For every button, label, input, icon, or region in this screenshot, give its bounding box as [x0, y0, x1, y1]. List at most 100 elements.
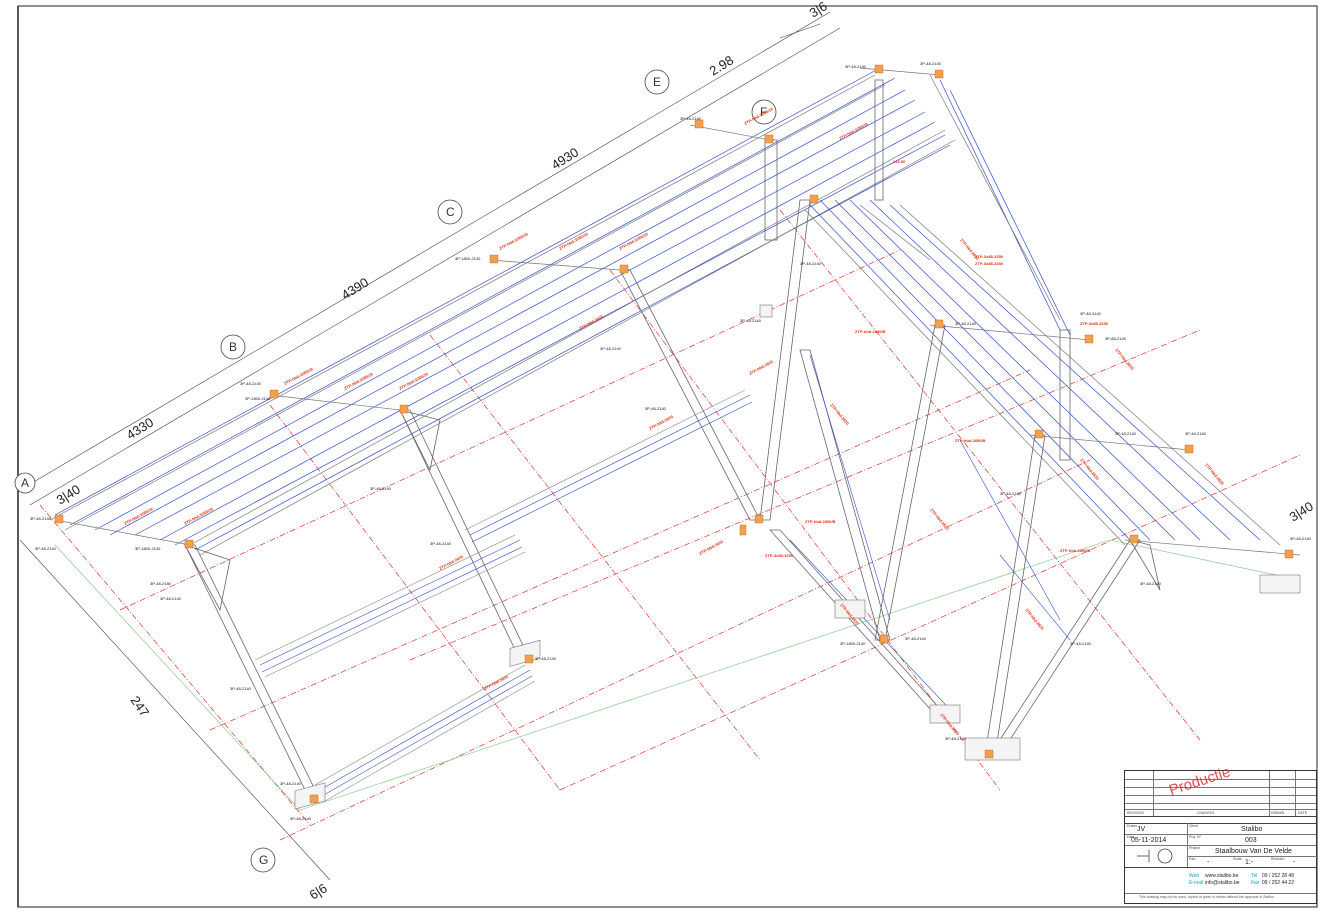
svg-text:ZTP-3x88-3250: ZTP-3x88-3250 [975, 254, 1004, 259]
svg-text:3P-48-2140: 3P-48-2140 [1185, 431, 1207, 436]
ridge-column [764, 79, 1071, 461]
svg-text:ZTP-3x88-3250: ZTP-3x88-3250 [765, 553, 794, 558]
svg-text:3P-48-2140: 3P-48-2140 [280, 781, 302, 786]
svg-text:3P-48-2140: 3P-48-2140 [680, 116, 702, 121]
svg-text:3P-48-2140: 3P-48-2140 [1140, 581, 1162, 586]
svg-text:ZTP-hbd-2620: ZTP-hbd-2620 [959, 237, 980, 261]
svg-text:ZTP-hbd-2620: ZTP-hbd-2620 [648, 414, 674, 431]
svg-text:ZTP-hbd-2850/B: ZTP-hbd-2850/B [955, 438, 986, 443]
project-label: Project [1189, 846, 1200, 850]
dim-4390: 4390 [339, 274, 371, 302]
svg-text:3P-48-2140: 3P-48-2140 [430, 541, 452, 546]
svg-text:ZTP-hbd-2620: ZTP-hbd-2620 [1114, 347, 1135, 371]
grid-lines [39, 209, 1301, 841]
svg-text:3P-48-3140: 3P-48-3140 [1080, 311, 1102, 316]
dim-247: 247 [128, 693, 153, 719]
company-logo-icon [1137, 848, 1173, 864]
tel-value: 09 / 252 28 48 [1262, 873, 1294, 879]
dim-3-40-right: 3|40 [1287, 499, 1316, 525]
grid-bubble-g: G [250, 847, 276, 873]
changes-header: CHANGES [1197, 811, 1215, 815]
svg-text:ZTP-hbd-2620: ZTP-hbd-2620 [748, 359, 774, 376]
rafters-right-wing [804, 74, 1301, 556]
scale-value: 1:- [1245, 859, 1254, 866]
svg-text:3P-48-2140: 3P-48-2140 [905, 636, 927, 641]
svg-text:3P-48-2140: 3P-48-2140 [845, 64, 867, 69]
project-no-label: Proj. N° [1189, 835, 1202, 839]
svg-text:ZTP-hbd-3289/19: ZTP-hbd-3289/19 [183, 506, 214, 526]
footer-disclaimer: This drawing may not be used, copied or … [1139, 895, 1274, 899]
svg-text:3P-48-2140: 3P-48-2140 [920, 61, 942, 66]
svg-text:ZTP-hbd-2850/B: ZTP-hbd-2850/B [1060, 548, 1091, 553]
date-header: DATE [1298, 811, 1308, 815]
web-value: www.stalibo.be [1205, 873, 1239, 879]
fax-value: 09 / 252 44 22 [1262, 880, 1294, 886]
svg-text:3P-88-2140: 3P-88-2140 [1105, 336, 1127, 341]
svg-text:3P-48-2140: 3P-48-2140 [240, 381, 262, 386]
svg-text:ZTP-3x88-3250: ZTP-3x88-3250 [975, 261, 1004, 266]
svg-text:3P-1800-2140: 3P-1800-2140 [135, 546, 161, 551]
drawn-header: DRAWN [1271, 811, 1285, 815]
svg-text:3P-48-2140: 3P-48-2140 [945, 736, 967, 741]
svg-text:ZTP-hbd-2620: ZTP-hbd-2620 [483, 674, 509, 691]
svg-text:3P-48-2140: 3P-48-2140 [35, 546, 57, 551]
svg-text:3P-48-2140: 3P-48-2140 [1000, 491, 1022, 496]
email-label: E-mail [1189, 880, 1204, 886]
columns-right-wing [769, 324, 1161, 756]
svg-text:3P-48-2140: 3P-48-2140 [230, 686, 252, 691]
svg-text:G: G [259, 853, 268, 867]
project-no-value: 003 [1245, 837, 1257, 844]
svg-text:F: F [760, 105, 767, 119]
dim-6-6: 6|6 [307, 880, 330, 902]
svg-text:3P-1800-2140: 3P-1800-2140 [245, 396, 271, 401]
ground-lines [54, 539, 1301, 811]
svg-text:ZTP-hbd-2620: ZTP-hbd-2620 [578, 314, 604, 331]
rafters-left-wing [49, 67, 956, 556]
scale-label: Scale [1233, 857, 1242, 861]
dimension-lines [19, 11, 841, 881]
svg-text:ZTP-hbd-2850/B: ZTP-hbd-2850/B [855, 329, 886, 334]
dim-3-6: 3|6 [807, 0, 830, 21]
svg-text:ZTP-hbd-2620: ZTP-hbd-2620 [1024, 607, 1045, 631]
svg-text:B: B [229, 340, 237, 354]
svg-text:ZTP-hbd-2850/B: ZTP-hbd-2850/B [805, 519, 836, 524]
svg-text:ZTP-hbd-3289/19: ZTP-hbd-3289/19 [498, 231, 529, 251]
client-value: Stalibo [1241, 826, 1263, 833]
svg-text:3P-48-2140: 3P-48-2140 [290, 816, 312, 821]
sheet-border [17, 5, 1318, 908]
revision-header: REVISION [1127, 811, 1144, 815]
svg-text:ZTP-hbd-2620: ZTP-hbd-2620 [929, 507, 950, 531]
svg-text:3P-48-2140: 3P-48-2140 [740, 318, 762, 323]
grid-bubble-c: C [437, 199, 463, 225]
tel-label: Tel [1251, 873, 1258, 879]
svg-text:ZTP-3x88-3250: ZTP-3x88-3250 [1080, 321, 1109, 326]
connection-plates [54, 64, 1294, 804]
grid-bubble-a: A [14, 472, 36, 494]
web-label: Web [1189, 873, 1200, 879]
part-label: Part [1189, 857, 1196, 861]
svg-text:ZTP-hbd-2620: ZTP-hbd-2620 [698, 539, 724, 556]
svg-text:3P-48-2140: 3P-48-2140 [1290, 536, 1312, 541]
client-label: Client [1189, 824, 1198, 828]
drawn-label: Drawn [1127, 824, 1138, 828]
side-rails-left-wing [259, 394, 753, 797]
svg-text:ZTP-hbd-2620: ZTP-hbd-2620 [829, 402, 850, 426]
svg-text:3P-48-2140: 3P-48-2140 [1115, 431, 1137, 436]
revision-label: Revision [1271, 857, 1285, 861]
drawn-value: JV [1137, 826, 1146, 833]
dim-4330: 4330 [124, 414, 156, 442]
svg-text:3P-48-2140: 3P-48-2140 [1070, 641, 1092, 646]
svg-text:3P-48-2140: 3P-48-2140 [645, 406, 667, 411]
svg-text:3P-48-2140: 3P-48-2140 [370, 486, 392, 491]
svg-text:3P-48-2140: 3P-48-2140 [800, 261, 822, 266]
part-labels-black: 3P-48-2140 3P-48-2140 3P-1800-2140 3P-48… [30, 61, 1312, 821]
revision-value: - [1293, 859, 1296, 866]
project-value: Staalbouw Van De Velde [1215, 848, 1292, 855]
date-label: Date [1127, 835, 1135, 839]
svg-text:3P-48-2140: 3P-48-2140 [30, 516, 52, 521]
svg-text:ZTP-hbd-3289/19: ZTP-hbd-3289/19 [123, 506, 154, 526]
svg-text:3P-48-2140: 3P-48-2140 [600, 346, 622, 351]
purlins-right-wing [809, 79, 1261, 541]
